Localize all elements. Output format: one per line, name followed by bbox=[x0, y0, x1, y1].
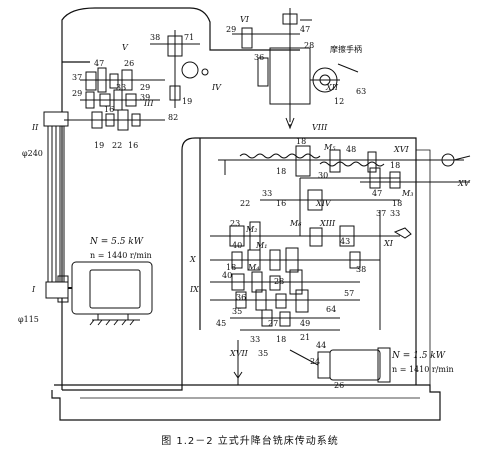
gear-label: 18 bbox=[276, 167, 286, 176]
gear-labels: 38 71 47 37 26 29 33 29 39 16 19 82 19 2… bbox=[72, 25, 402, 390]
belt-drive bbox=[43, 111, 69, 299]
shaft-label-VIII: VIII bbox=[312, 123, 328, 132]
gear-label: 23 bbox=[230, 219, 240, 228]
gear-label: 40 bbox=[222, 271, 232, 280]
spindle-head bbox=[232, 8, 359, 130]
gear-label: 29 bbox=[140, 83, 150, 92]
gear-label: 30 bbox=[318, 171, 328, 180]
gear-label: 64 bbox=[326, 305, 336, 314]
gear-label: 22 bbox=[112, 141, 122, 150]
gear-label: 18 bbox=[276, 335, 286, 344]
gear-label: 36 bbox=[236, 293, 246, 302]
shaft-label-IX: IX bbox=[189, 285, 199, 294]
gear-label: 16 bbox=[276, 199, 286, 208]
gear-label: 29 bbox=[226, 25, 236, 34]
gear-label: 38 bbox=[150, 33, 160, 42]
shaft-label-V: V bbox=[122, 43, 129, 52]
gear-label: 18 bbox=[392, 199, 402, 208]
pulley-labels: φ240 φ115 bbox=[18, 149, 43, 324]
friction-handle-label: 摩擦手柄 bbox=[330, 44, 362, 54]
shaft-labels: I II III IV V VI VIII IX X XI XII XIII X… bbox=[31, 15, 471, 358]
gear-label: 57 bbox=[344, 289, 354, 298]
gear-label: 45 bbox=[216, 319, 226, 328]
gear-label: 47 bbox=[300, 25, 310, 34]
shaft-label-III: III bbox=[143, 99, 154, 108]
gear-label: 33 bbox=[390, 209, 400, 218]
shaft-label-XII: XII bbox=[325, 83, 339, 92]
gear-label: 12 bbox=[334, 97, 344, 106]
gear-label: 47 bbox=[94, 59, 104, 68]
gear-label: 38 bbox=[356, 265, 366, 274]
gear-label: 16 bbox=[104, 105, 114, 114]
pulley-large-label: φ240 bbox=[22, 149, 43, 158]
gear-label: 27 bbox=[268, 319, 278, 328]
figure-caption: 图 1.2－2 立式升降台铣床传动系统 bbox=[161, 436, 339, 447]
gear-label: 19 bbox=[94, 141, 104, 150]
gear-label: 29 bbox=[72, 89, 82, 98]
gear-label: 43 bbox=[340, 237, 350, 246]
gear-label: 33 bbox=[116, 83, 126, 92]
shaft-label-IV: IV bbox=[211, 83, 222, 92]
gear-label: 49 bbox=[300, 319, 310, 328]
shaft-label-X: X bbox=[189, 255, 196, 264]
gear-label: 39 bbox=[140, 93, 150, 102]
gear-label: 35 bbox=[258, 349, 268, 358]
gear-label: 37 bbox=[376, 209, 386, 218]
spindle-gearbox bbox=[64, 30, 209, 131]
gear-label: 28 bbox=[274, 277, 284, 286]
gear-label: 82 bbox=[168, 113, 178, 122]
gear-label: 33 bbox=[250, 335, 260, 344]
gear-label: 24 bbox=[310, 357, 320, 366]
shaft-label-XIV: XIV bbox=[315, 199, 332, 208]
gear-label: 71 bbox=[184, 33, 194, 42]
gear-label: 28 bbox=[304, 41, 314, 50]
feed-motor-speed: n = 1410 r/min bbox=[392, 365, 454, 374]
gear-label: 19 bbox=[182, 97, 192, 106]
shaft-label-XI: XI bbox=[383, 239, 394, 248]
shaft-label-XV: XV bbox=[457, 179, 471, 188]
gear-label: 33 bbox=[262, 189, 272, 198]
clutch-label-M6: M₆ bbox=[289, 219, 302, 228]
gear-label: 44 bbox=[316, 341, 326, 350]
table-feed-screw bbox=[218, 145, 471, 177]
gear-label: 16 bbox=[128, 141, 138, 150]
shaft-label-I: I bbox=[31, 285, 36, 294]
gear-label: 21 bbox=[300, 333, 310, 342]
shaft-label-XVI: XVI bbox=[393, 145, 409, 154]
feed-gearbox bbox=[210, 167, 470, 331]
shaft-label-II: II bbox=[31, 123, 39, 132]
shaft-label-XVII: XVII bbox=[229, 349, 249, 358]
gear-label: 47 bbox=[372, 189, 382, 198]
main-motor-power: N = 5.5 kW bbox=[89, 237, 144, 247]
clutch-labels: M₁ M₂ M₃ M₄ M₅ M₆ bbox=[245, 143, 413, 272]
gear-label: 37 bbox=[72, 73, 82, 82]
clutch-label-M3: M₃ bbox=[401, 189, 413, 198]
shaft-label-XIII: XIII bbox=[319, 219, 336, 228]
gear-label: 18 bbox=[226, 263, 236, 272]
main-motor-speed: n = 1440 r/min bbox=[90, 251, 152, 260]
gear-label: 26 bbox=[124, 59, 134, 68]
clutch-label-M1: M₁ bbox=[255, 241, 267, 250]
gear-label: 22 bbox=[240, 199, 250, 208]
main-motor bbox=[57, 261, 153, 326]
motor-labels: N = 5.5 kW n = 1440 r/min N = 1.5 kW n =… bbox=[89, 237, 454, 374]
gear-label: 36 bbox=[254, 53, 264, 62]
gear-label: 40 bbox=[232, 241, 242, 250]
gear-label: 18 bbox=[390, 161, 400, 170]
clutch-label-M5: M₅ bbox=[323, 143, 336, 152]
gear-label: 48 bbox=[346, 145, 356, 154]
gear-label: 63 bbox=[356, 87, 366, 96]
feed-motor-power: N = 1.5 kW bbox=[391, 351, 446, 361]
shaft-label-VI: VI bbox=[240, 15, 250, 24]
feed-motor bbox=[233, 340, 391, 385]
pulley-small-label: φ115 bbox=[18, 315, 39, 324]
gear-label: 26 bbox=[334, 381, 344, 390]
clutch-label-M4: M₄ bbox=[247, 263, 259, 272]
clutch-label-M2: M₂ bbox=[245, 225, 257, 234]
machine-column-outline bbox=[51, 7, 441, 421]
gear-label: 18 bbox=[296, 137, 306, 146]
gear-label: 35 bbox=[232, 307, 242, 316]
